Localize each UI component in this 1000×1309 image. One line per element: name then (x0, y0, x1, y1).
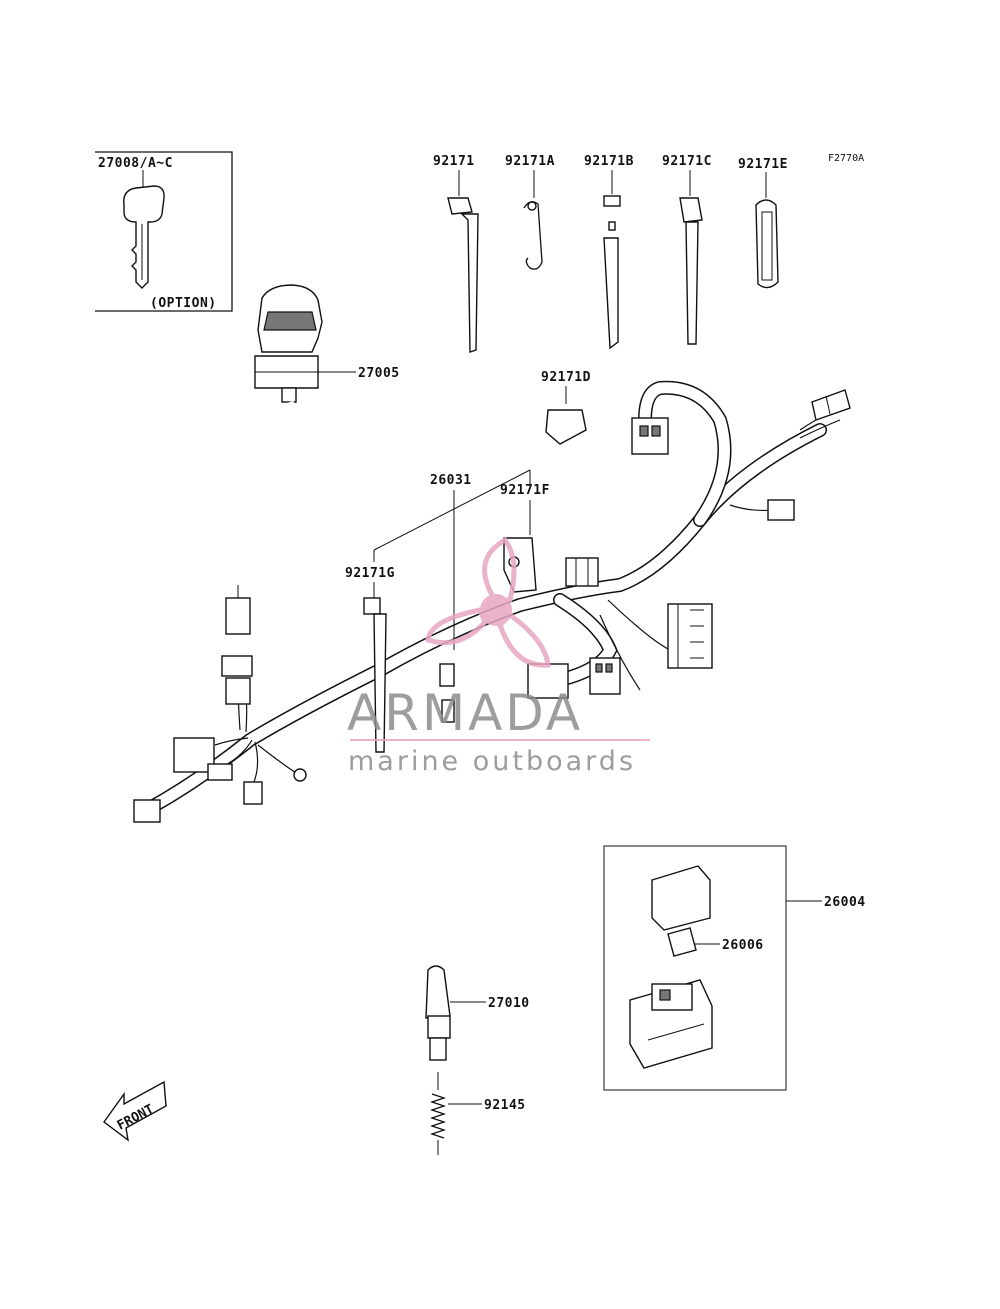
svg-text:92171B: 92171B (584, 154, 634, 169)
callout-26031: 26031 (430, 473, 472, 488)
connector-cluster-right (667, 603, 713, 669)
svg-text:92171: 92171 (433, 154, 475, 169)
callout-26004: 26004 (824, 895, 866, 910)
front-arrow-icon: FRONT (103, 1080, 167, 1142)
clamp-92171D: 92171D (541, 370, 591, 445)
callout-92145: 92145 (484, 1098, 526, 1113)
connector-center (565, 557, 599, 587)
connector-top-right (811, 389, 851, 421)
connector-pair-center (527, 657, 621, 699)
figure-code: F2770A (828, 153, 864, 164)
watermark-title: ARMADA (347, 684, 583, 742)
svg-text:92171C: 92171C (662, 154, 712, 169)
svg-text:92171D: 92171D (541, 370, 591, 385)
connector-upper-loop (631, 417, 669, 455)
watermark-subtitle: marine outboards (348, 746, 636, 777)
clamp-92171E: 92171E (738, 157, 788, 289)
svg-text:92171A: 92171A (505, 154, 555, 169)
svg-text:92171E: 92171E (738, 157, 788, 172)
key-icon (123, 185, 165, 289)
propeller-icon (425, 536, 551, 668)
callout-92171F: 92171F (500, 483, 550, 498)
switch-27010: 27010 (425, 660, 530, 1061)
relay-box: 26004 26006 (603, 845, 866, 1091)
clamp-92171C: 92171C (662, 154, 712, 345)
connector-left-stack (221, 585, 253, 705)
callout-92171G: 92171G (345, 566, 395, 581)
connector-left-end (133, 737, 307, 823)
armada-watermark: ARMADA marine outboards (347, 536, 650, 777)
connector-side (767, 499, 795, 521)
spring-92145: 92145 (429, 1072, 526, 1155)
clamp-92171A: 92171A (505, 154, 555, 270)
callout-26006: 26006 (722, 938, 764, 953)
clamp-92171G-part (363, 597, 387, 753)
callout-27010: 27010 (488, 996, 530, 1011)
clamp-92171B: 92171B (584, 154, 634, 350)
callout-27005: 27005 (358, 366, 400, 381)
callout-27008: 27008/A~C (98, 156, 173, 171)
option-label: (OPTION) (150, 296, 217, 311)
clamp-92171: 92171 (433, 154, 479, 353)
ignition-switch: 27005 (234, 284, 400, 516)
key-option-box: 27008/A~C (OPTION) (95, 151, 233, 312)
